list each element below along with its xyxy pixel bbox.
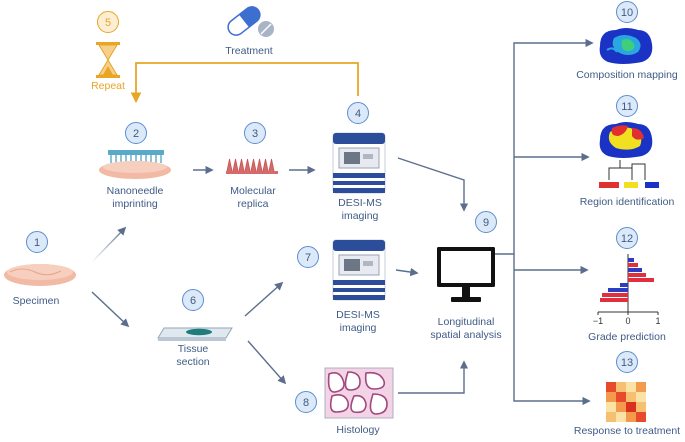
step-11-badge: 11: [616, 95, 638, 117]
step-7-label-line1: DESI-MS: [336, 309, 380, 321]
step-1-badge: 1: [26, 231, 48, 253]
arrow-histology-to-analysis: [398, 360, 469, 394]
step-8-label: Histology: [336, 424, 380, 436]
treatment-loop-arrow: [130, 62, 359, 104]
step-6-number: 6: [190, 295, 196, 307]
cluster-yellow: [624, 182, 638, 188]
molecular-replica-image: [226, 158, 278, 174]
step-12-number: 12: [621, 233, 633, 245]
arrow-section-to-desi2: [244, 281, 284, 317]
step-7-badge: 7: [297, 246, 319, 268]
region-map-image: [599, 122, 653, 158]
step-7-label-line2: imaging: [340, 322, 377, 334]
step-9-label-line1: Longitudinal: [438, 316, 495, 328]
grade-bar-chart: [597, 254, 659, 315]
step-13-number: 13: [621, 357, 633, 369]
arrow-desi-to-analysis: [397, 157, 469, 212]
grade-tick-0: 0: [625, 316, 630, 326]
step-10-badge: 10: [616, 1, 638, 23]
step-5-number: 5: [105, 17, 111, 29]
step-6-badge: 6: [182, 289, 204, 311]
step-13-label: Response to treatment: [574, 425, 680, 437]
cluster-red: [599, 182, 619, 188]
grade-tick-minus1: −1: [593, 316, 603, 326]
step-3-badge: 3: [244, 122, 266, 144]
dendrogram: [608, 160, 646, 180]
hourglass-icon: [96, 42, 120, 78]
step-4-label-line2: imaging: [342, 210, 379, 222]
arrow-specimen-to-imprinting: [91, 226, 127, 263]
step-8-number: 8: [303, 397, 309, 409]
cluster-blue: [645, 182, 659, 188]
connector-arrows: [91, 38, 594, 406]
step-4-label-line1: DESI-MS: [338, 197, 382, 209]
step-2-number: 2: [133, 128, 139, 140]
arrow-to-composition: [484, 38, 594, 255]
step-2-badge: 2: [125, 122, 147, 144]
step-5-badge: 5: [97, 11, 119, 33]
desi-ms-instrument-2: [332, 239, 386, 301]
step-9-badge: 9: [475, 211, 497, 233]
arrow-section-to-histology: [247, 340, 287, 385]
step-9-label-line2: spatial analysis: [430, 329, 501, 341]
step-10-label: Composition mapping: [576, 69, 678, 81]
step-1-number: 1: [34, 237, 40, 249]
step-10-number: 10: [621, 7, 633, 19]
pill-icon: [227, 6, 274, 37]
step-11-label: Region identification: [580, 196, 675, 208]
step-9-number: 9: [483, 217, 489, 229]
step-12-badge: 12: [616, 227, 638, 249]
step-3-label-line1: Molecular: [230, 185, 276, 197]
composition-map-image: [599, 28, 653, 64]
treatment-label: Treatment: [225, 45, 273, 57]
specimen-image: [4, 264, 76, 286]
arrow-to-response: [513, 254, 591, 406]
nanoneedle-image: [99, 150, 171, 179]
step-4-badge: 4: [347, 102, 369, 124]
step-2-label-line2: imprinting: [112, 198, 158, 210]
step-8-badge: 8: [295, 391, 317, 413]
arrow-desi2-to-analysis: [395, 267, 419, 277]
step-11-number: 11: [621, 101, 632, 113]
step-3-label-line2: replica: [238, 198, 269, 210]
step-1-label: Specimen: [13, 295, 60, 307]
step-5-label: Repeat: [91, 80, 125, 92]
monitor-icon: [437, 247, 495, 302]
step-7-number: 7: [305, 252, 311, 264]
step-3-number: 3: [252, 128, 258, 140]
desi-ms-instrument-1: [332, 132, 386, 194]
response-heatmap: [606, 382, 646, 422]
step-6-label-line2: section: [176, 356, 209, 368]
step-2-label-line1: Nanoneedle: [107, 185, 164, 197]
step-13-badge: 13: [616, 351, 638, 373]
grade-tick-1: 1: [655, 316, 660, 326]
step-12-label: Grade prediction: [588, 331, 666, 343]
arrow-specimen-to-section: [91, 291, 130, 328]
histology-image: [324, 367, 394, 419]
step-4-number: 4: [355, 108, 361, 120]
step-6-label-line1: Tissue: [178, 343, 209, 355]
tissue-section-slide: [157, 327, 233, 341]
